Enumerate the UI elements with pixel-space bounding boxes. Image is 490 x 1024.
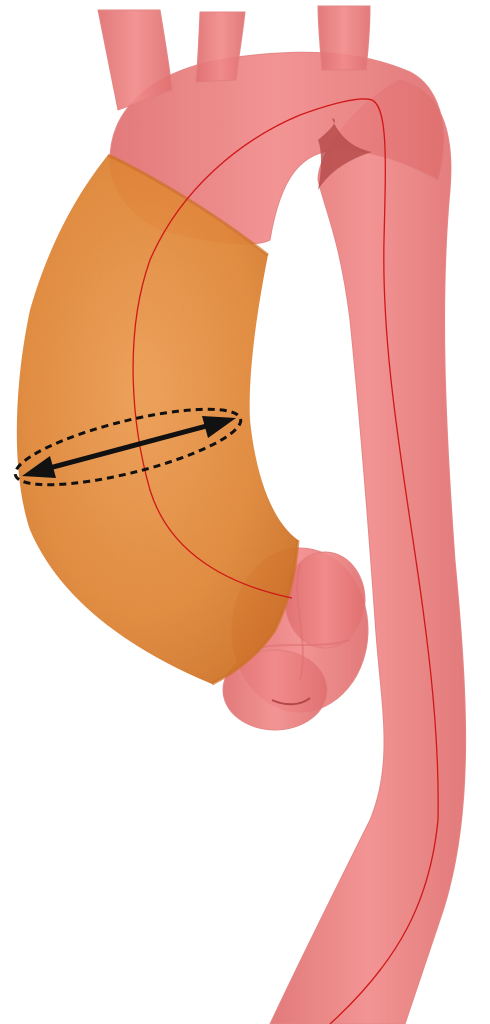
subclavian-branch	[318, 6, 370, 70]
